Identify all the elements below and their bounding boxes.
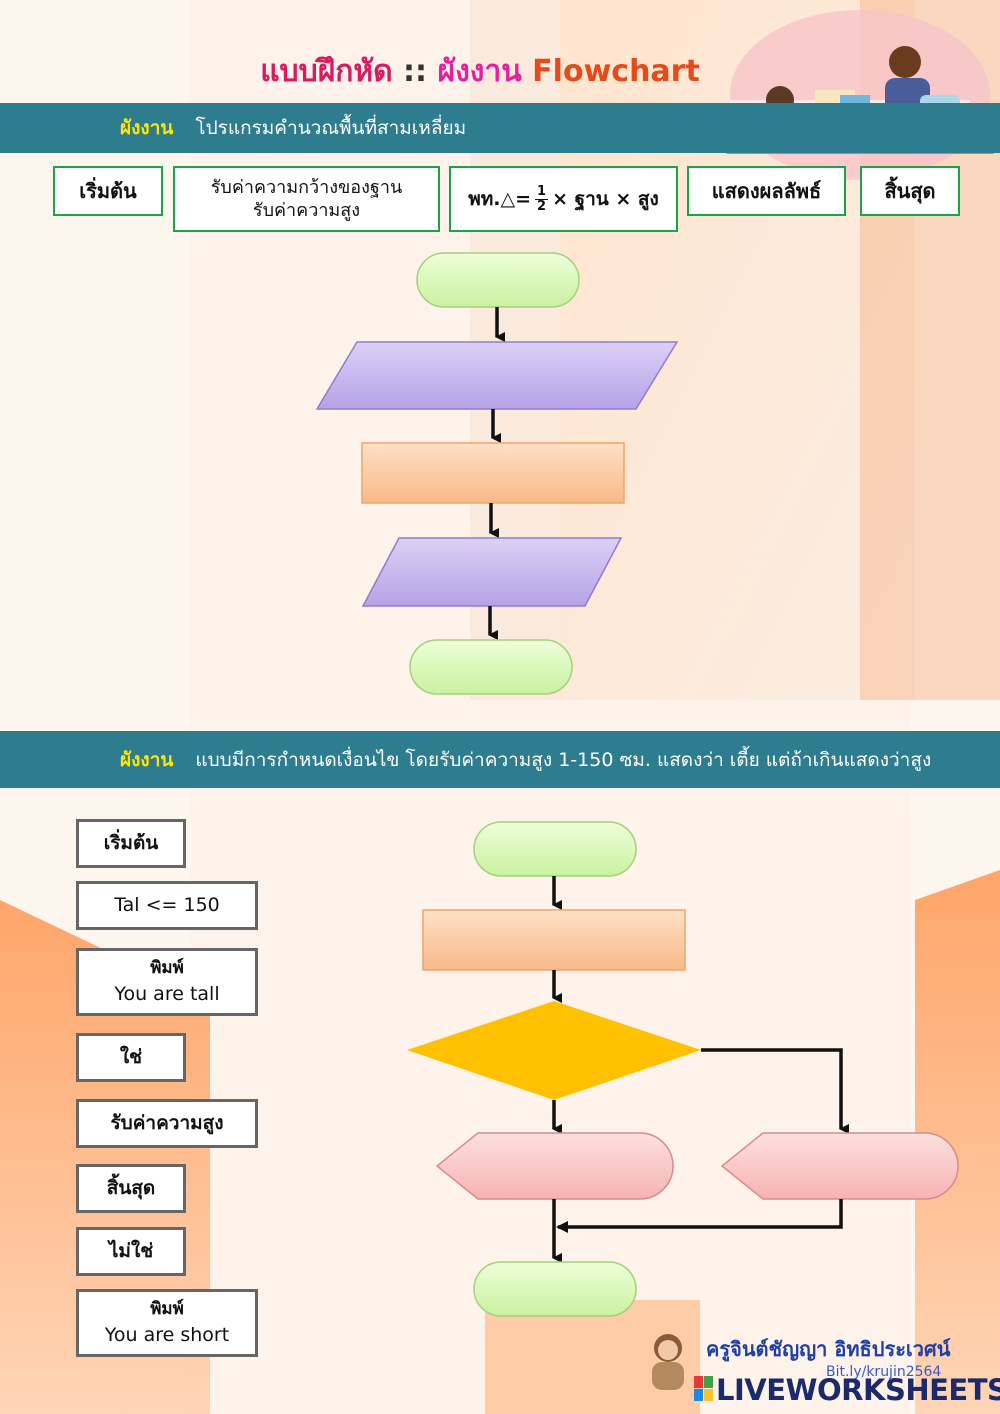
formula-num: 1 (535, 183, 549, 200)
card-start[interactable]: เริ่มต้น (53, 166, 163, 216)
fc2-process-rect[interactable] (422, 909, 686, 971)
liveworksheets-brand: LIVEWORKSHEETS (716, 1373, 1000, 1407)
formula-suffix: × ฐาน × สูง (552, 187, 659, 210)
card2-start-text: เริ่มต้น (103, 831, 159, 854)
card2-condition[interactable]: Tal <= 150 (76, 881, 258, 930)
fc1-start-terminal[interactable] (416, 252, 580, 308)
card2-print-tall[interactable]: พิมพ์ You are tall (76, 948, 258, 1016)
section2-band: ผังงาน แบบมีการกำหนดเงื่อนไข โดยรับค่าคว… (0, 731, 1000, 788)
section1-label: ผังงาน (120, 117, 174, 139)
fc1-process-rect[interactable] (361, 442, 625, 504)
teacher-link[interactable]: Bit.ly/krujin2564 (826, 1364, 942, 1380)
card2-input-height-text: รับค่าความสูง (110, 1111, 224, 1134)
card-end[interactable]: สิ้นสุด (860, 166, 960, 216)
card2-start[interactable]: เริ่มต้น (76, 819, 186, 868)
section1-band: ผังงาน โปรแกรมคำนวณพื้นที่สามเหลี่ยม (0, 103, 1000, 153)
fc2-start-terminal[interactable] (473, 821, 637, 877)
card2-print-tall-line2: You are tall (114, 982, 220, 1005)
title-part1: แบบฝึกหัด (260, 54, 393, 89)
fc2-display-right[interactable] (720, 1132, 959, 1200)
liveworksheets-logo-icon (694, 1376, 713, 1401)
card2-end[interactable]: สิ้นสุด (76, 1164, 186, 1213)
title-part3: Flowchart (521, 54, 700, 89)
fc2-display-left[interactable] (435, 1132, 674, 1200)
card2-print-short-line2: You are short (104, 1323, 230, 1346)
card2-yes[interactable]: ใช่ (76, 1033, 186, 1082)
fc2-arrow-merge-right (556, 1199, 843, 1233)
title-part2: ผังงาน (437, 54, 522, 89)
card-formula[interactable]: พท.△= 1 2 × ฐาน × สูง (449, 166, 678, 232)
fc1-output-parallelogram[interactable] (361, 537, 623, 607)
card-end-text: สิ้นสุด (884, 179, 936, 203)
card-output-text: แสดงผลลัพธ์ (711, 179, 822, 203)
teacher-avatar (652, 1334, 684, 1390)
card-input[interactable]: รับค่าความกว้างของฐาน รับค่าความสูง (173, 166, 440, 232)
card2-yes-text: ใช่ (119, 1045, 143, 1068)
fc1-input-parallelogram[interactable] (315, 341, 679, 410)
card2-print-tall-line1: พิมพ์ (150, 957, 184, 978)
fc1-end-terminal[interactable] (409, 639, 573, 695)
formula-prefix: พท.△= (468, 187, 532, 210)
fc2-end-terminal[interactable] (473, 1261, 637, 1317)
card2-condition-text: Tal <= 150 (114, 893, 220, 916)
section2-label: ผังงาน (120, 748, 174, 771)
teacher-credit: ครูจินต์ชัญญา อิทธิประเวศน์ (706, 1337, 951, 1361)
formula-fraction: 1 2 (535, 183, 549, 214)
fc2-arrow-no (701, 1048, 849, 1134)
card-output[interactable]: แสดงผลลัพธ์ (687, 166, 846, 216)
card2-print-short-line1: พิมพ์ (150, 1298, 184, 1319)
card2-end-text: สิ้นสุด (106, 1176, 156, 1199)
fc2-decision-diamond[interactable] (407, 1001, 701, 1100)
page-title: แบบฝึกหัด :: ผังงาน Flowchart (0, 48, 960, 95)
card-input-line2: รับค่าความสูง (252, 200, 361, 221)
card2-no[interactable]: ไม่ใช่ (76, 1227, 186, 1276)
section2-text: แบบมีการกำหนดเงื่อนไข โดยรับค่าความสูง 1… (195, 748, 932, 771)
formula-den: 2 (537, 198, 547, 214)
title-separator: :: (392, 54, 438, 89)
card-start-text: เริ่มต้น (79, 179, 137, 203)
card-input-line1: รับค่าความกว้างของฐาน (210, 176, 403, 198)
card2-input-height[interactable]: รับค่าความสูง (76, 1099, 258, 1148)
card2-no-text: ไม่ใช่ (108, 1239, 154, 1262)
section1-text: โปรแกรมคำนวณพื้นที่สามเหลี่ยม (195, 117, 467, 139)
card2-print-short[interactable]: พิมพ์ You are short (76, 1289, 258, 1357)
